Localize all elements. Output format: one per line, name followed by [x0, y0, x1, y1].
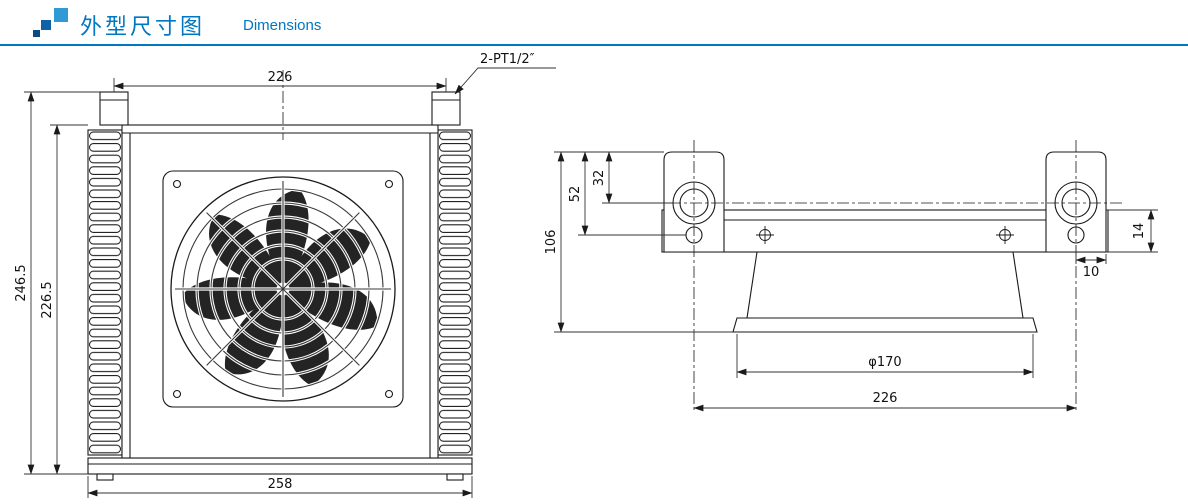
dim-label-front-core-height: 226.5 — [40, 281, 55, 318]
dim-label-side-flange-diameter: φ170 — [868, 355, 901, 370]
front-view-dimensions: 226 2-PT1/2″ 246.5 226.5 258 — [14, 52, 556, 498]
front-view-ports — [99, 91, 461, 126]
logo-square-icon — [54, 8, 68, 22]
header-divider — [0, 44, 1188, 46]
side-view — [648, 140, 1122, 413]
dim-label-side-total-height: 106 — [544, 230, 559, 255]
logo-square-icon — [41, 20, 51, 30]
dim-label-front-top-width: 226 — [268, 70, 293, 85]
port-thread-label: 2-PT1/2″ — [480, 52, 535, 67]
dim-label-front-overall-height: 246.5 — [14, 264, 29, 301]
logo-square-icon — [33, 30, 40, 37]
front-view — [87, 70, 473, 481]
dim-label-side-port-span: 226 — [873, 391, 898, 406]
front-view-fan — [162, 170, 404, 408]
header: 外型尺寸图 Dimensions — [0, 0, 1188, 46]
dim-label-front-bottom-width: 258 — [268, 477, 293, 492]
dim-label-side-step: 14 — [1132, 223, 1147, 240]
side-view-shroud — [732, 251, 1038, 333]
page-title-zh: 外型尺寸图 — [80, 14, 206, 39]
dim-label-side-offset: 10 — [1083, 265, 1100, 280]
page-title-en: Dimensions — [243, 17, 322, 34]
dim-label-side-port-height: 32 — [592, 170, 607, 187]
fan-guard-rings — [173, 179, 393, 399]
front-view-fins — [87, 129, 473, 456]
side-view-mount-holes — [756, 226, 1014, 244]
side-view-plate — [661, 209, 1109, 253]
side-view-centerlines — [648, 140, 1122, 413]
dim-label-side-hole-depth: 52 — [568, 186, 583, 203]
side-view-dimensions: 106 52 32 14 10 φ170 226 — [544, 151, 1158, 412]
logo-icon — [14, 0, 74, 44]
